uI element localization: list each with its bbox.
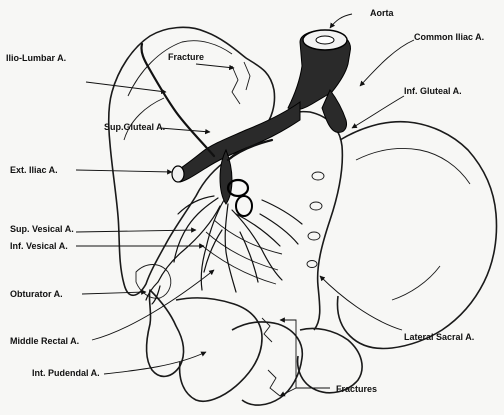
label-int-pudendal: Int. Pudendal A. bbox=[32, 368, 100, 378]
sacrum bbox=[264, 112, 342, 330]
lower-fragment bbox=[232, 322, 302, 405]
label-fracture: Fracture bbox=[168, 52, 204, 62]
label-ilio-lumbar: Ilio-Lumbar A. bbox=[6, 53, 66, 63]
label-middle-rectal: Middle Rectal A. bbox=[10, 336, 79, 346]
label-lateral-sacral: Lateral Sacral A. bbox=[404, 332, 474, 342]
leader-lines bbox=[76, 14, 414, 396]
labels: Aorta Common Iliac A. Ilio-Lumbar A. Fra… bbox=[6, 8, 484, 394]
left-common-iliac bbox=[174, 102, 300, 182]
label-inf-gluteal: Inf. Gluteal A. bbox=[404, 86, 462, 96]
label-common-iliac: Common Iliac A. bbox=[414, 32, 484, 42]
label-ext-iliac: Ext. Iliac A. bbox=[10, 165, 58, 175]
label-obturator: Obturator A. bbox=[10, 289, 63, 299]
pubic-region bbox=[176, 298, 262, 401]
label-sup-vesical: Sup. Vesical A. bbox=[10, 224, 74, 234]
label-sup-gluteal: Sup.Gluteal A. bbox=[104, 122, 165, 132]
label-inf-vesical: Inf. Vesical A. bbox=[10, 241, 68, 251]
left-ischium bbox=[147, 290, 184, 376]
right-iliac-wing bbox=[338, 122, 497, 349]
label-aorta: Aorta bbox=[370, 8, 394, 18]
label-fractures: Fractures bbox=[336, 384, 377, 394]
